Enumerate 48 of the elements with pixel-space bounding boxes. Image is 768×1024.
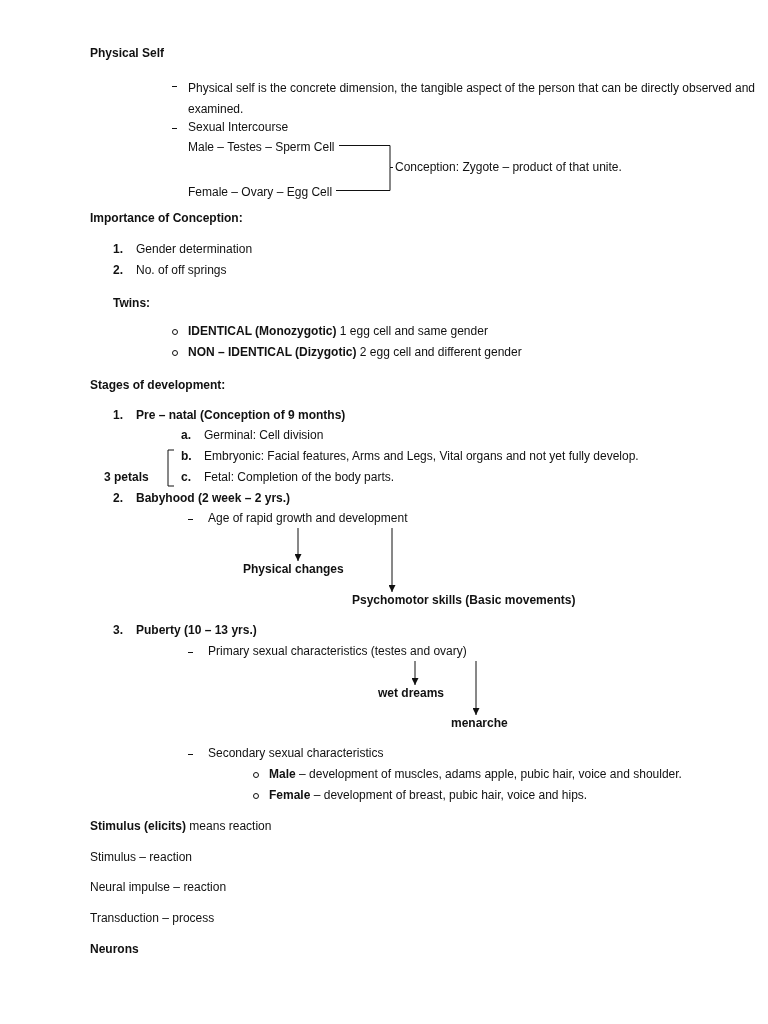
note-text: menarche (451, 716, 508, 731)
note-text: Neural impulse – reaction (90, 880, 227, 895)
note-text: IDENTICAL (Monozygotic) 1 egg cell and same gender (188, 324, 488, 339)
arrow (388, 527, 396, 593)
heading: Pre – natal (Conception of 9 months) (136, 408, 346, 423)
note-text: Transduction – process (90, 911, 215, 926)
note-text: Male – Testes – Sperm Cell (188, 140, 335, 155)
connector-line (335, 167, 394, 191)
note-text: Sexual Intercourse (188, 120, 289, 135)
note-text: Conception: Zygote – product of that unite. (395, 160, 622, 175)
heading: Physical Self (90, 46, 165, 61)
list-number: 1. (113, 242, 123, 257)
note-text: Stimulus – reaction (90, 850, 193, 865)
note-text: No. of off springs (136, 263, 227, 278)
list-number: 2. (113, 491, 123, 506)
note-text: Secondary sexual characteristics (208, 746, 384, 761)
note-text: Embryonic: Facial features, Arms and Legs, Vital organs and not yet fully develop. (204, 449, 639, 464)
heading: Stages of development: (90, 378, 226, 393)
note-text: Fetal: Completion of the body parts. (204, 470, 395, 485)
arrow (472, 660, 480, 716)
note-text: Physical self is the concrete dimension, the tangible aspect of the person that can be directly observed and examined. (188, 80, 756, 118)
list-number: b. (181, 449, 192, 464)
heading: Neurons (90, 942, 139, 957)
heading: Puberty (10 – 13 yrs.) (136, 623, 257, 638)
note-text: Age of rapid growth and development (208, 511, 408, 526)
note-text: Primary sexual characteristics (testes and ovary) (208, 644, 467, 659)
note-text: Female – development of breast, pubic hair, voice and hips. (269, 788, 588, 803)
note-text: Physical changes (243, 562, 344, 577)
arrow (294, 527, 302, 562)
list-number: a. (181, 428, 191, 443)
list-number: 1. (113, 408, 123, 423)
arrow (411, 660, 419, 686)
list-number: 2. (113, 263, 123, 278)
note-text: Gender determination (136, 242, 253, 257)
note-text: Germinal: Cell division (204, 428, 324, 443)
bracket-label: 3 petals (104, 470, 149, 485)
connector-line (338, 145, 394, 168)
heading: Babyhood (2 week – 2 yrs.) (136, 491, 291, 506)
list-number: c. (181, 470, 191, 485)
heading: Twins: (113, 296, 151, 311)
list-number: 3. (113, 623, 123, 638)
note-text: Stimulus (elicits) means reaction (90, 819, 272, 834)
note-text: wet dreams (378, 686, 445, 701)
note-text: Male – development of muscles, adams apple, pubic hair, voice and shoulder. (269, 767, 682, 782)
heading: Importance of Conception: (90, 211, 243, 226)
note-text: Psychomotor skills (Basic movements) (352, 593, 576, 608)
note-text: NON – IDENTICAL (Dizygotic) 2 egg cell and different gender (188, 345, 522, 360)
note-text: Female – Ovary – Egg Cell (188, 185, 333, 200)
